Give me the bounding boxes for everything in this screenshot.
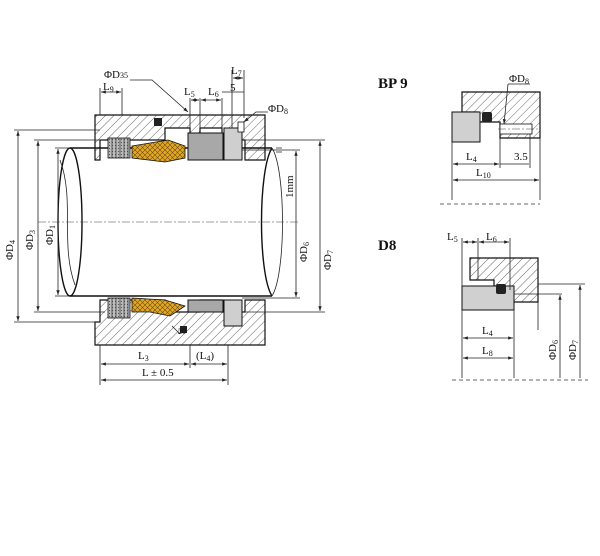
upper-seal-face (187, 132, 224, 161)
upper-pin (237, 121, 245, 133)
bp9-l4-label: L4 (466, 151, 477, 164)
d8-leader (243, 111, 268, 123)
l4-paren-label: (L4) (196, 350, 214, 363)
d8-d6-label: ΦD6 (547, 340, 560, 360)
d35-label: ΦD35 (104, 69, 128, 81)
l7-label: L7 (231, 65, 242, 78)
d8-l6-label: L6 (486, 231, 497, 244)
upper-oring (154, 118, 162, 126)
d8-l8-label: L8 (482, 345, 493, 358)
bp9-extension-lines (451, 134, 541, 200)
bp9-seat (451, 111, 481, 143)
main-view: ΦD35 L9 L5 L6 L7 5 ΦD8 ΦD4 ΦD3 ΦD1 1mm Φ… (4, 65, 335, 385)
d8-l5-label: L5 (447, 231, 458, 244)
bp9-d8-label: ΦD8 (509, 73, 529, 86)
l-tolerance-label: L ± 0.5 (142, 367, 174, 379)
d8-top-extension-lines (461, 238, 511, 290)
d4-label: ΦD4 (4, 240, 17, 260)
bp9-title: BP 9 (378, 76, 408, 92)
d8-seat (461, 285, 515, 311)
lower-spring-coils (111, 298, 129, 318)
d35-leader (130, 79, 189, 113)
lower-bellows (131, 297, 186, 317)
lower-seal-face (187, 299, 224, 313)
bp9-d8-leader (504, 83, 530, 124)
one-mm-leader (276, 147, 282, 153)
shaft-right-end (260, 147, 273, 297)
bottom-extension-lines (99, 345, 229, 385)
bp9-three-five-label: 3.5 (514, 151, 528, 163)
d7-label-main: ΦD7 (322, 250, 335, 270)
upper-stationary-seat (223, 127, 243, 161)
d8-bottom-extension-lines (461, 302, 539, 378)
l6-label: L6 (208, 86, 219, 99)
d3-label: ΦD3 (24, 230, 37, 250)
upper-spring-coils (111, 138, 129, 158)
lower-oring (180, 326, 187, 333)
l3-label: L3 (138, 350, 149, 363)
l5-label: L5 (184, 86, 195, 99)
upper-spring (107, 137, 131, 159)
d6-label-main: ΦD6 (298, 242, 311, 262)
shaft-break (59, 159, 76, 286)
d8-diameter-extension-lines (514, 283, 585, 295)
top-extension-lines (99, 70, 245, 128)
d8-title: D8 (378, 238, 396, 254)
upper-bellows (131, 139, 186, 163)
l9-label: L9 (103, 81, 114, 94)
lower-spring (107, 297, 131, 319)
d8-oring (496, 284, 506, 294)
one-mm-label: 1mm (284, 175, 296, 198)
d8-d7-label: ΦD7 (567, 340, 580, 360)
five-label: 5 (230, 82, 236, 94)
d1-label: ΦD1 (44, 225, 57, 245)
twenty-leader (171, 325, 181, 335)
d8-view: D8 L5 L6 L4 L8 ΦD6 ΦD7 (378, 231, 588, 381)
lower-stationary-seat (223, 299, 243, 327)
bp9-view: BP 9 ΦD8 L4 3.5 L10 (378, 73, 541, 205)
d8-l4-label: L4 (482, 325, 493, 338)
bp9-oring (482, 112, 492, 122)
d8-label-main: ΦD8 (268, 103, 288, 116)
twenty-label: 20 (178, 327, 186, 336)
diameter-extension-lines (14, 129, 325, 323)
bp9-l10-label: L10 (476, 167, 491, 180)
